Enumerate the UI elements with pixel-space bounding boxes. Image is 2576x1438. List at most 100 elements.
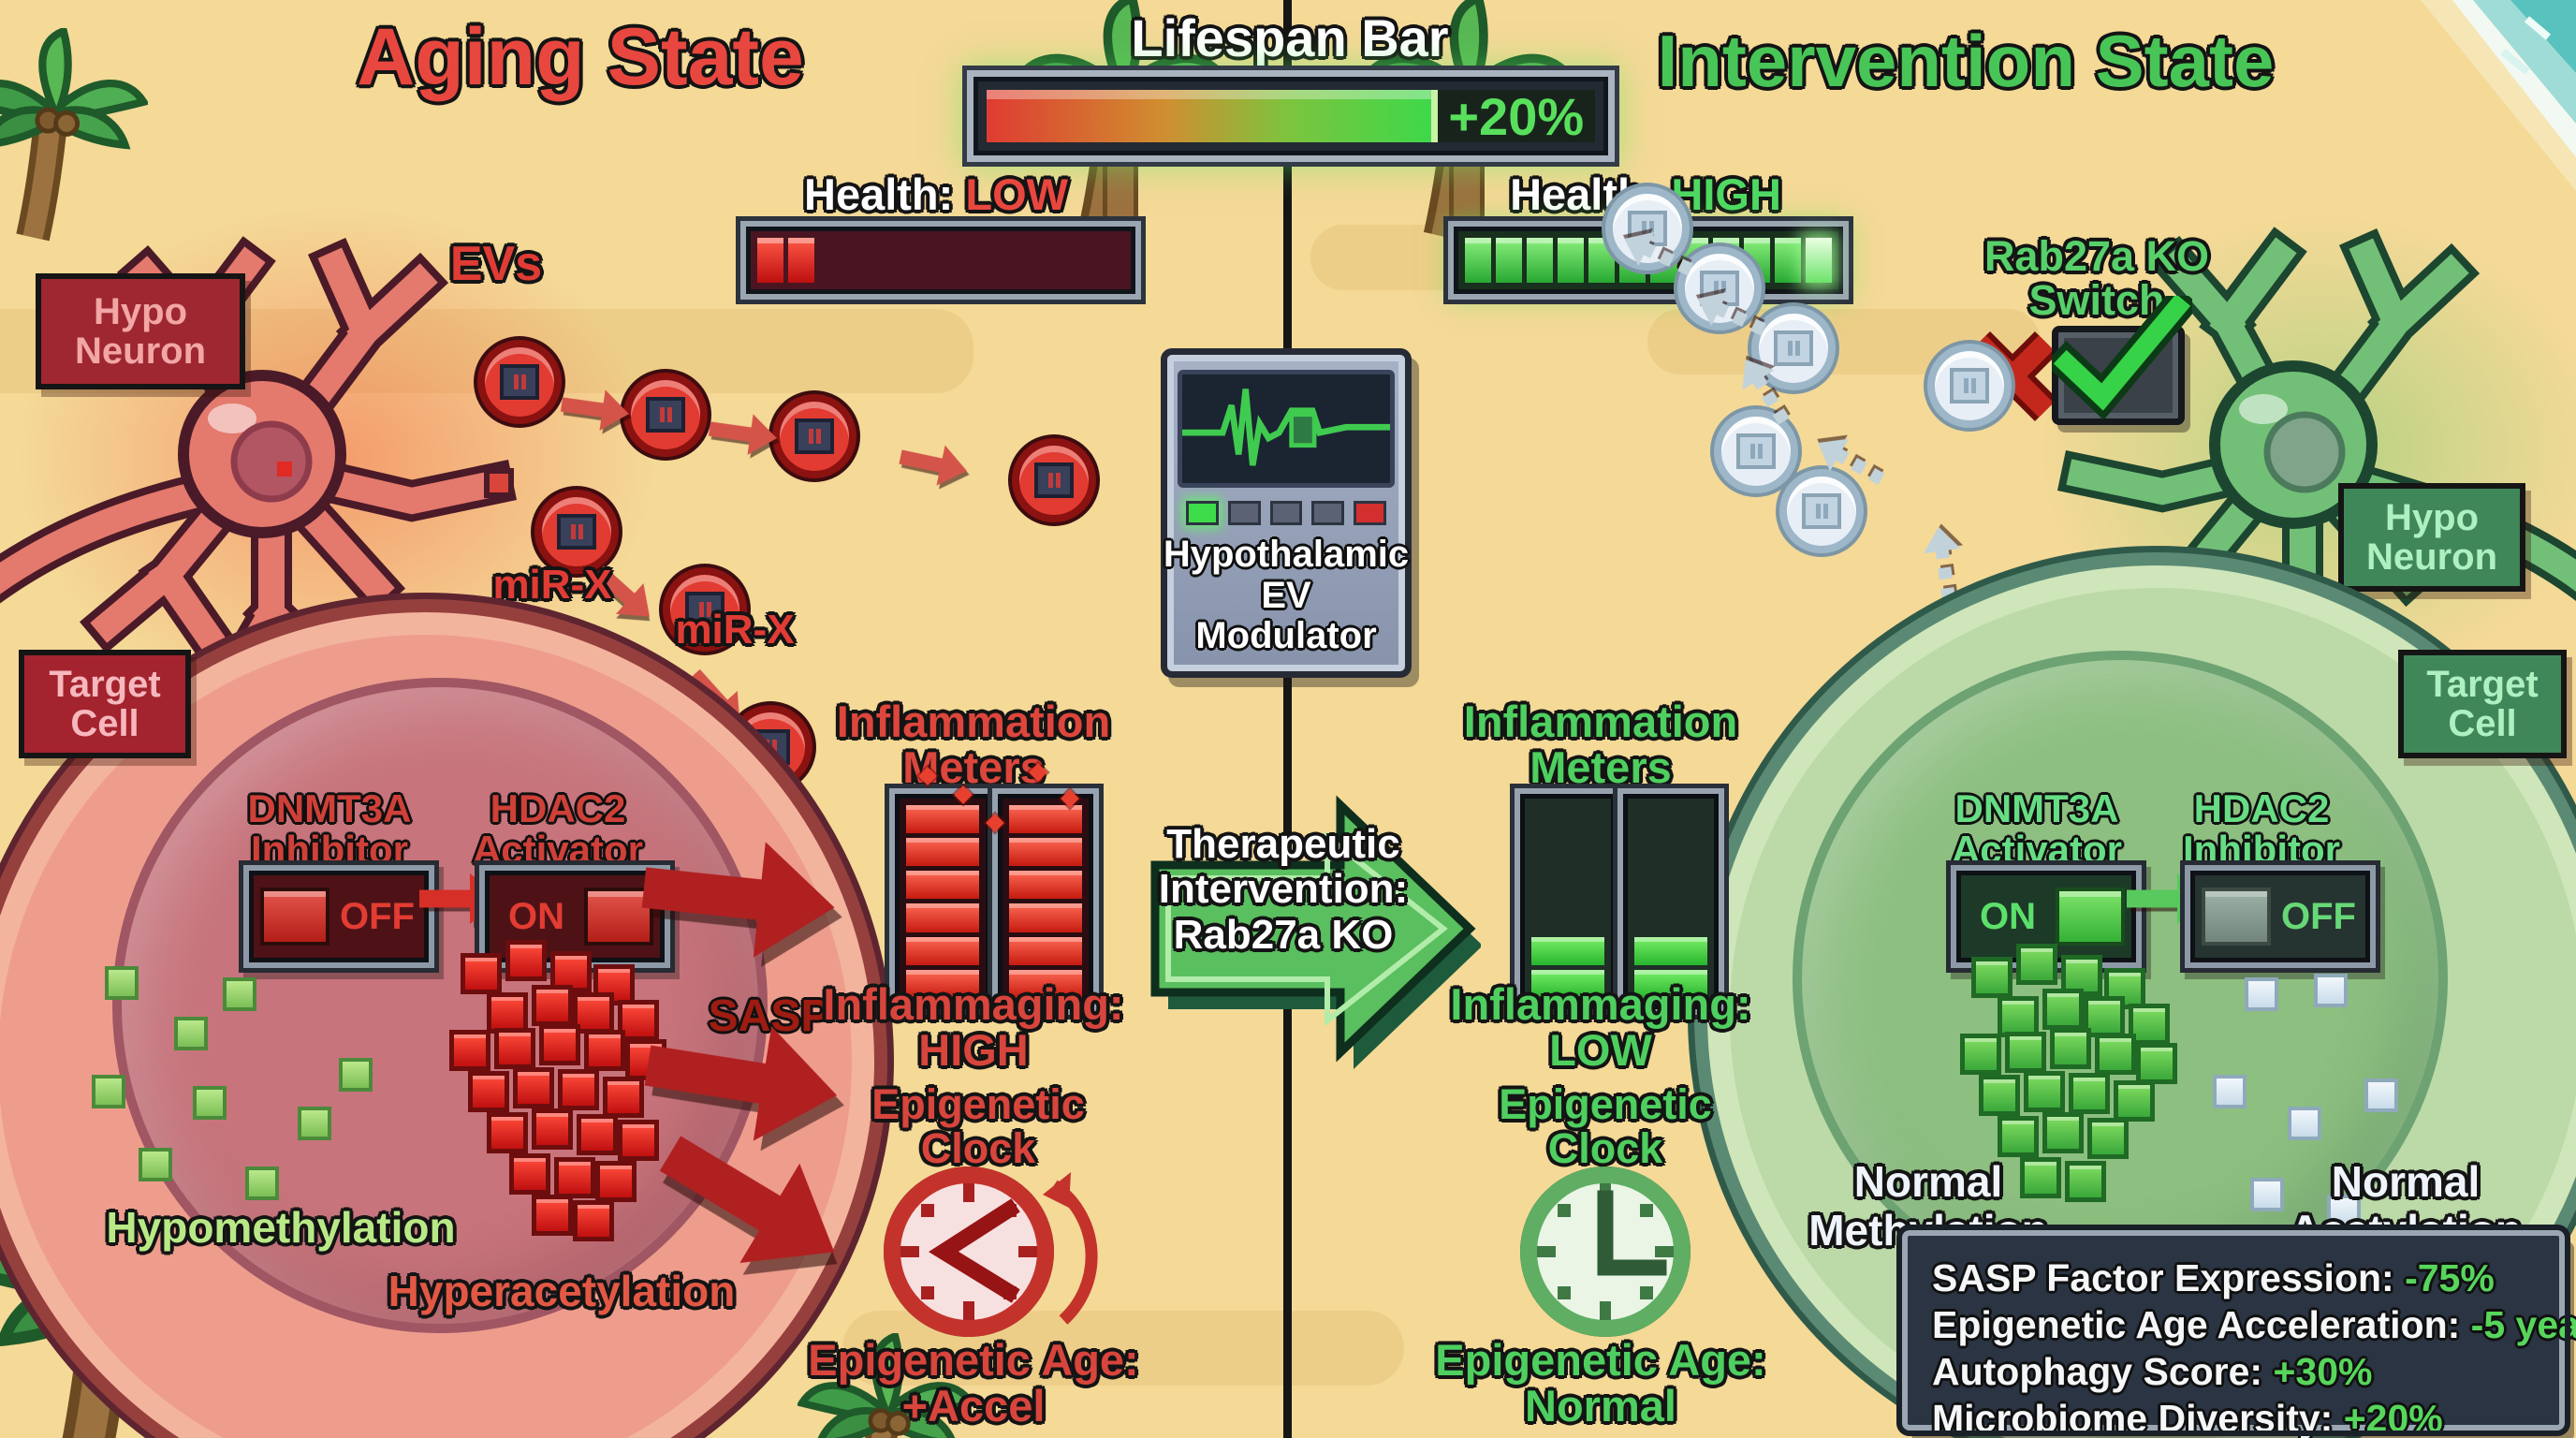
ev-particle-icon (1012, 438, 1096, 522)
mirna-chip-icon (557, 514, 596, 550)
mark-square (573, 1200, 614, 1241)
epigenetic-clock-icon-healthy (1520, 1167, 1690, 1337)
ev-particle-icon (534, 490, 619, 574)
badge-line: Neuron (75, 330, 206, 372)
ocean-corner (2421, 0, 2576, 191)
epigenetic-clock-icon-aged (884, 1167, 1098, 1337)
badge-line: Neuron (2366, 536, 2497, 578)
mark-square (532, 1108, 573, 1150)
lifespan-bar: +20% (973, 77, 1608, 155)
mark-square (468, 1071, 509, 1112)
switch-state: ON (508, 895, 564, 937)
mark-square (577, 1114, 618, 1155)
mark-square (2245, 977, 2278, 1011)
ev-particle-icon (477, 340, 562, 424)
ekg-screen (1178, 370, 1395, 489)
inflammation-meter (1520, 794, 1616, 1009)
blocked-ev-particle-icon (1751, 306, 1836, 390)
mark-square (2288, 1107, 2321, 1140)
hypo-neuron-badge-left: Hypo Neuron (36, 273, 245, 389)
therapeutic-intervention-arrow (1150, 795, 1481, 1069)
mirna-chip-icon (1774, 330, 1813, 366)
mirna-chip-icon (1034, 462, 1074, 498)
mark-square (1971, 957, 2012, 998)
mark-square (174, 1017, 208, 1050)
mark-square (2020, 1157, 2061, 1198)
switch-state: ON (1980, 895, 2036, 937)
mark-square (298, 1107, 331, 1140)
mirna-chip-icon (1628, 211, 1667, 246)
device-button[interactable] (1311, 501, 1345, 526)
hypothalamic-ev-modulator-device: Hypothalamic EV Modulator (1161, 348, 1412, 678)
mark-square (2042, 1112, 2084, 1153)
device-button-power[interactable] (1186, 501, 1219, 526)
mark-square (1979, 1075, 2020, 1116)
device-button[interactable] (1269, 501, 1303, 526)
mark-square (2213, 1075, 2247, 1108)
mark-square (595, 1161, 637, 1202)
lifespan-fill (987, 90, 1438, 142)
hypo-neuron-badge-right: Hypo Neuron (2338, 483, 2525, 592)
mark-square (2136, 1043, 2177, 1084)
epigenetic-age-left: Epigenetic Age:+Accel (808, 1335, 1139, 1431)
hdac2-inhibitor-switch[interactable]: OFF (2190, 871, 2370, 962)
mark-square (105, 966, 139, 1000)
hypomethylation-label: Hypomethylation (106, 1203, 456, 1252)
mark-square (2005, 1032, 2046, 1073)
switch-knob (584, 888, 653, 946)
therapeutic-intervention-text: Therapeutic Intervention: Rab27a KO (1158, 821, 1409, 958)
sasp-arrow-icon (638, 829, 841, 966)
switch-knob (2202, 888, 2271, 946)
device-button-stop[interactable] (1354, 501, 1386, 526)
ev-particle-icon (663, 567, 747, 652)
mark-square (2024, 1071, 2065, 1112)
mark-square (92, 1075, 125, 1108)
mark-square (2042, 989, 2084, 1030)
device-button[interactable] (1227, 501, 1261, 526)
stat-row: Microbiome Diversity: +20% (1932, 1397, 2443, 1438)
mark-square (603, 1077, 644, 1118)
inflammation-meter (895, 794, 990, 1009)
stat-row: Epigenetic Age Acceleration: -5 years (1932, 1303, 2576, 1347)
ev-particle-icon (772, 394, 856, 478)
mark-square (461, 953, 502, 994)
device-label: Hypothalamic EV Modulator (1163, 534, 1410, 656)
mark-square (558, 1069, 599, 1110)
mark-square (193, 1086, 227, 1120)
blocked-ev-particle-icon (1927, 344, 2012, 428)
lifespan-bar-label: Lifespan Bar (1131, 8, 1449, 67)
switch-knob (260, 888, 329, 946)
intervention-state-title: Intervention State (1657, 20, 2275, 102)
palm-tree-icon (0, 28, 148, 243)
mirna-chip-icon (1700, 271, 1739, 306)
mark-square (2250, 1178, 2284, 1211)
mark-square (1998, 1116, 2039, 1157)
blocked-ev-particle-icon (1779, 469, 1864, 553)
badge-line: Hypo (2385, 497, 2479, 538)
mark-square (532, 1195, 573, 1236)
mark-square (505, 940, 547, 981)
inflammaging-right: Inflammaging:LOW (1450, 979, 1751, 1076)
mir-x-label: miR-X (675, 607, 795, 653)
mark-square (539, 1024, 580, 1065)
mark-square (487, 1112, 528, 1153)
switch-knob (2056, 888, 2125, 946)
health-right-value: HIGH (1671, 169, 1781, 219)
badge-line: Hypo (94, 291, 187, 332)
dnmt3a-inhibitor-switch[interactable]: OFF (249, 871, 429, 962)
lifespan-remainder: +20% (1437, 87, 1595, 146)
mark-square (509, 1153, 550, 1195)
mirna-chip-icon (1950, 368, 1989, 404)
mirna-chip-icon (500, 364, 539, 400)
epigenetic-age-right: Epigenetic Age:Normal (1435, 1335, 1766, 1431)
aging-state-title: Aging State (357, 12, 804, 102)
ev-flow-arrow-icon (707, 408, 780, 459)
badge-line: Target (2426, 664, 2539, 705)
